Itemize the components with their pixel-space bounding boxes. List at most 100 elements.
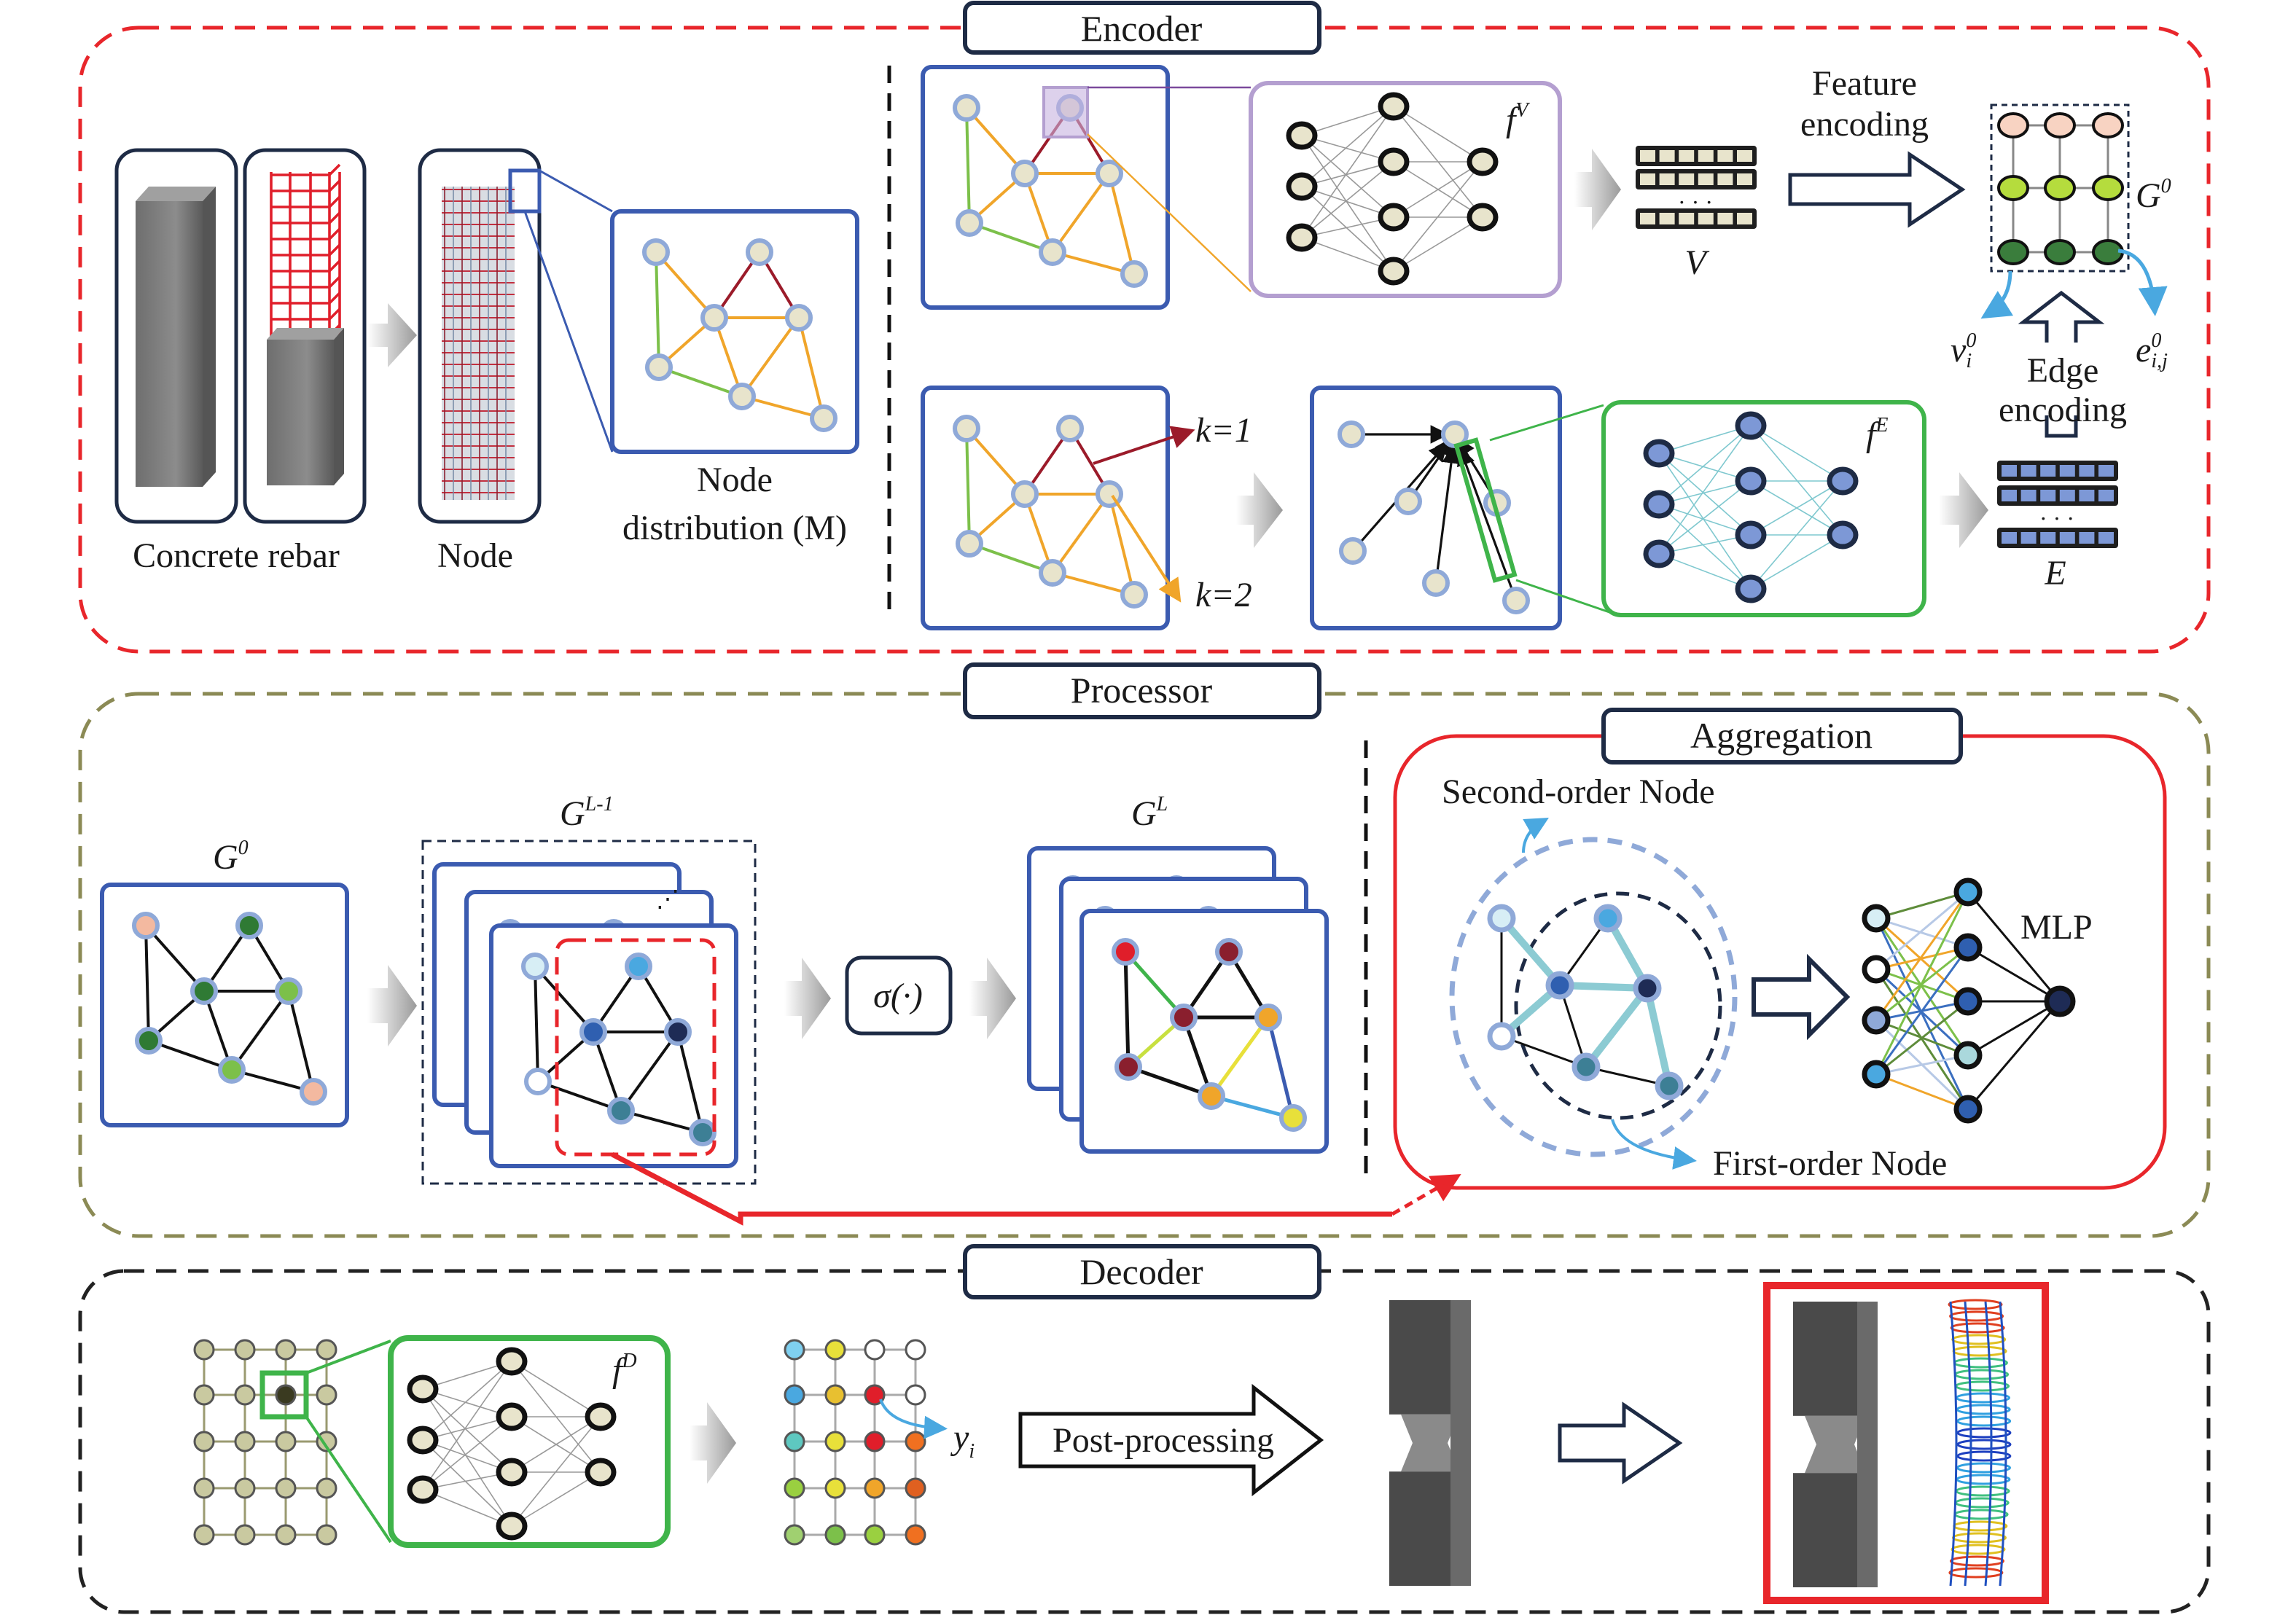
grid-node	[2044, 112, 2076, 138]
rebar-hoop	[1953, 1357, 2008, 1369]
graph-edge	[148, 1039, 233, 1071]
proc-g0-label: G0	[213, 837, 249, 877]
vector-cell	[1698, 173, 1714, 185]
graph-edge	[655, 251, 716, 319]
mlp-connection	[1658, 453, 1752, 536]
vector-cell	[2059, 532, 2075, 544]
graph-node	[645, 353, 673, 381]
vector-cell	[2079, 532, 2095, 544]
graph-node	[810, 404, 837, 432]
rebar-bar	[1949, 1301, 1958, 1587]
message-edge	[1559, 982, 1648, 992]
grid-node	[316, 1431, 337, 1452]
dots: · · ·	[2039, 505, 2074, 531]
graph-node	[218, 1056, 246, 1084]
grid-node	[824, 1339, 846, 1361]
graph-node	[1120, 260, 1148, 288]
yi-arrow	[879, 1399, 948, 1439]
mlp-connection	[1301, 135, 1394, 218]
grid-node	[193, 1339, 215, 1361]
mlp-connection	[1750, 480, 1843, 590]
graph-node	[1633, 974, 1662, 1003]
graph-node	[1487, 904, 1516, 933]
mlp-connection	[1301, 186, 1394, 272]
mlp-d-box	[388, 1335, 671, 1548]
mlp-connection	[1658, 425, 1752, 454]
mlp-connection	[1301, 161, 1394, 187]
rebar-hoop	[1949, 1555, 2004, 1567]
vector-cell	[1717, 213, 1733, 224]
graph-edge	[203, 990, 233, 1071]
mesh-body	[442, 187, 515, 500]
grid-node	[275, 1524, 297, 1546]
mlp-connection	[1393, 161, 1483, 272]
mlp-neuron	[1643, 490, 1675, 519]
graph-node	[1655, 1071, 1684, 1100]
mlp-connection	[1875, 891, 1969, 1021]
gl1-label: GL-1	[560, 793, 614, 833]
graph-edge	[592, 1031, 622, 1111]
vector-cell	[1717, 173, 1733, 185]
grid-node	[864, 1431, 886, 1452]
feature-encoding-label-2: encoding	[1800, 105, 1929, 144]
sigma-label: σ(·)	[873, 977, 923, 1015]
mlp-neuron	[496, 1511, 528, 1541]
mlp-connection	[1875, 917, 1969, 949]
g0-box	[1990, 103, 2130, 273]
processor-title: Processor	[1071, 670, 1213, 711]
graph-node	[1114, 1053, 1142, 1081]
grid-node	[275, 1477, 297, 1499]
mlp-neuron	[496, 1402, 528, 1431]
grid-node	[824, 1431, 846, 1452]
mlp-connection	[1393, 216, 1483, 272]
mlp-neuron	[1827, 520, 1859, 550]
mlp-neuron	[407, 1374, 439, 1404]
graph-node	[579, 1018, 607, 1046]
graph-edge	[1051, 493, 1111, 574]
mlp-neuron	[496, 1347, 528, 1376]
graph-edge	[676, 1031, 704, 1133]
grid-node	[864, 1477, 886, 1499]
rebar-bar	[1999, 1301, 2007, 1587]
edge-encoding-arrow	[2018, 290, 2105, 438]
edge-arrow	[1434, 445, 1461, 584]
graph-node	[1338, 421, 1365, 448]
rebar-hoop	[1956, 1392, 2011, 1404]
encoder-title: Encoder	[1081, 8, 1203, 49]
final-result-box	[1763, 1282, 2049, 1604]
rebar-hoop	[1954, 1369, 2010, 1380]
mlp-connection	[1393, 106, 1483, 163]
graph-edge	[965, 106, 1026, 175]
grid-node	[784, 1477, 805, 1499]
vector-cell	[1640, 173, 1655, 185]
vector-cell	[1737, 150, 1752, 162]
node-distribution-label-2: distribution (M)	[622, 509, 847, 547]
selected-node-highlight	[1042, 86, 1089, 138]
mlp-neuron	[1286, 172, 1318, 201]
graph-node	[642, 238, 670, 266]
rebar-hoop	[1955, 1485, 2010, 1497]
mlp-neuron	[1862, 1060, 1891, 1089]
grid-node	[1997, 112, 2029, 138]
vector-cell	[2098, 532, 2114, 544]
graph-node	[1120, 581, 1148, 609]
deformed-rebar	[1948, 1299, 2012, 1587]
graph-edge	[965, 428, 971, 544]
vector-cell	[2002, 465, 2017, 477]
mlp-neuron	[1735, 466, 1767, 496]
grid-node	[234, 1477, 256, 1499]
graph-node	[785, 304, 813, 332]
mlp-connection	[1393, 161, 1483, 218]
mlp-connection	[422, 1388, 512, 1527]
mlp-connection	[1875, 918, 1969, 1056]
vector-cell	[2020, 532, 2037, 544]
graph-edge	[969, 542, 1053, 574]
mlp-connection	[1750, 534, 1843, 590]
mlp-connection	[511, 1416, 601, 1473]
graph-edge	[1124, 950, 1185, 1019]
mlp-connection	[422, 1361, 512, 1490]
damaged-column-result	[1389, 1300, 1471, 1586]
zoom-line	[539, 169, 613, 213]
mlp-connection	[422, 1388, 512, 1473]
